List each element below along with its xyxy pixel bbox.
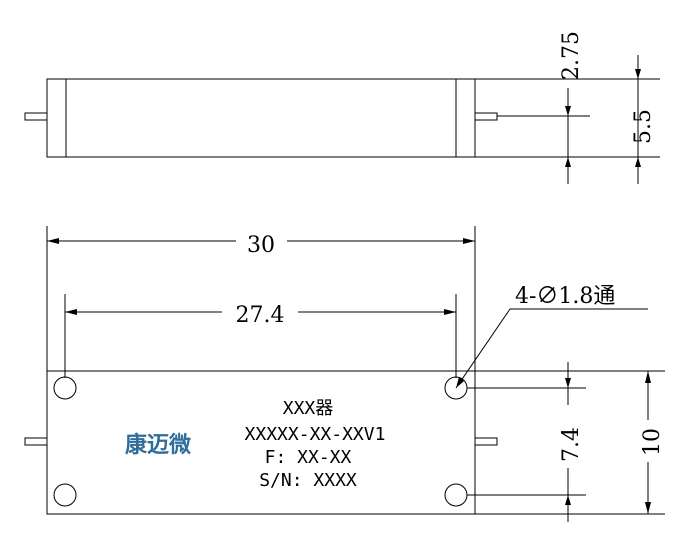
mounting-hole-bottom-left bbox=[53, 483, 77, 507]
dim-text-hole-spacing: 27.4 bbox=[236, 303, 285, 328]
product-label: XXX器 XXXXX-XX-XXV1 F: XX-XX S/N: XXXX bbox=[245, 398, 386, 491]
dim-body-height: 5.5 bbox=[631, 55, 656, 184]
side-view-left-pin bbox=[24, 112, 48, 121]
label-line-2: XXXXX-XX-XXV1 bbox=[245, 424, 386, 445]
top-view-left-pin bbox=[24, 437, 48, 446]
side-view-right-pin bbox=[474, 112, 498, 121]
side-view: 2.75 5.5 bbox=[24, 31, 660, 184]
dim-hole-spacing: 27.4 bbox=[64, 294, 457, 378]
dim-overall-length: 30 bbox=[46, 226, 476, 371]
top-view: 30 27.4 4-∅1.8通 7 bbox=[24, 226, 665, 522]
hole-callout-text: 4-∅1.8通 bbox=[515, 284, 615, 309]
brand-logo: 康迈微 bbox=[125, 432, 191, 458]
label-line-4: S/N: XXXX bbox=[259, 470, 357, 491]
label-line-1: XXX器 bbox=[283, 398, 334, 419]
mounting-hole-bottom-right bbox=[444, 483, 468, 507]
dim-text-overall-length: 30 bbox=[247, 233, 275, 258]
top-view-right-pin bbox=[474, 437, 498, 446]
mounting-hole-top-left bbox=[53, 376, 77, 400]
hole-callout: 4-∅1.8通 bbox=[455, 284, 648, 389]
dim-overall-width: 10 bbox=[640, 371, 665, 514]
dim-flange-thickness: 2.75 bbox=[559, 31, 584, 184]
dim-text-overall-width: 10 bbox=[640, 428, 665, 456]
label-line-3: F: XX-XX bbox=[265, 447, 352, 468]
side-view-body bbox=[46, 78, 476, 158]
dim-text-hole-pitch-vertical: 7.4 bbox=[559, 427, 584, 462]
dim-text-flange-thickness: 2.75 bbox=[559, 31, 584, 80]
dim-text-body-height: 5.5 bbox=[631, 109, 656, 144]
dim-hole-pitch-vertical: 7.4 bbox=[559, 362, 584, 522]
